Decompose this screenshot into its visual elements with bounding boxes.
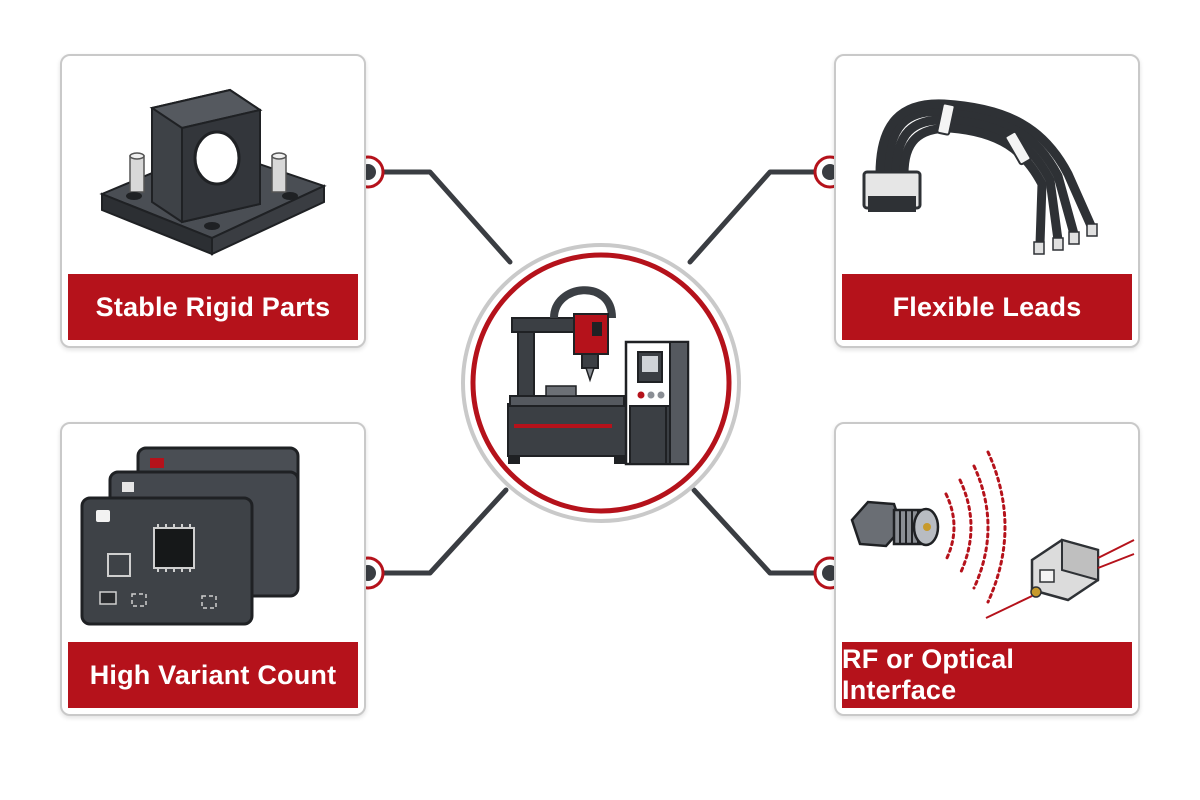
connector-bottom-left bbox=[365, 487, 509, 576]
card-label: Stable Rigid Parts bbox=[68, 274, 358, 340]
rigid-bracket-icon bbox=[99, 88, 327, 256]
card-high-variant-count: High Variant Count bbox=[60, 422, 366, 716]
connector-top-left bbox=[365, 169, 513, 265]
card-label: RF or Optical Interface bbox=[842, 642, 1132, 708]
card-label: High Variant Count bbox=[68, 642, 358, 708]
circuit-boards-icon bbox=[80, 446, 300, 626]
rf-optical-connector-icon bbox=[850, 450, 1135, 619]
cnc-machine-icon bbox=[507, 286, 690, 466]
card-rf-or-optical-interface: RF or Optical Interface bbox=[834, 422, 1140, 716]
card-stable-rigid-parts: Stable Rigid Parts bbox=[60, 54, 366, 348]
center-hub bbox=[461, 243, 741, 523]
connector-bottom-right bbox=[691, 487, 833, 576]
flexible-cable-icon bbox=[862, 99, 1098, 255]
card-flexible-leads: Flexible Leads bbox=[834, 54, 1140, 348]
connector-top-right bbox=[687, 169, 833, 265]
card-label: Flexible Leads bbox=[842, 274, 1132, 340]
